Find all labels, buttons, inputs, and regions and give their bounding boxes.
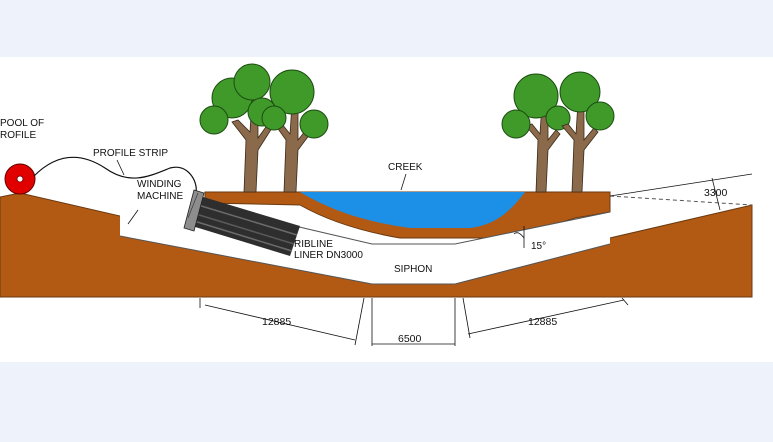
pipe-liner [192,196,300,256]
dim-ext-6 [621,297,629,306]
dim-line-left [204,304,356,341]
dim-ext-5 [462,297,471,339]
spool-label-line2: ROFILE [0,130,36,141]
creek-leader [400,173,407,191]
profile-strip-line [33,156,197,193]
dim-line-right [467,299,625,335]
creek-water [300,192,525,228]
spool-icon [4,163,36,195]
depth-dim-line [711,177,721,211]
bottom-flat-dimension: 6500 [398,333,422,345]
depth-dimension: 3300 [704,187,728,199]
dim-ext-2 [354,297,365,346]
right-slope-dimension: 12885 [528,316,557,328]
creek-label: CREEK [388,162,423,173]
tree-left-1 [199,63,277,193]
angle-label: 15° [531,241,546,252]
winding-machine-label-line1: WINDING [137,179,182,190]
tree-right-2 [559,71,615,193]
profile-strip-leader [116,159,125,176]
depth-ext-top [609,173,753,197]
ribline-label-line2: LINER DN3000 [294,250,363,261]
profile-strip-label: PROFILE STRIP [93,148,168,159]
tree-left-2 [261,69,329,193]
tree-right-1 [501,73,571,193]
ribline-label-line1: RIBLINE [294,239,333,250]
trench-bottom-line [119,235,611,285]
siphon-label: SIPHON [394,264,432,275]
angle-arc [513,232,525,239]
left-slope-dimension: 12885 [262,316,291,328]
trench-end-dashed [609,195,753,206]
winding-machine-label-line2: MACHINE [137,191,183,202]
spool-label-line1: POOL OF [0,118,44,129]
winding-machine-icon [183,189,205,232]
winding-leader [127,209,139,225]
